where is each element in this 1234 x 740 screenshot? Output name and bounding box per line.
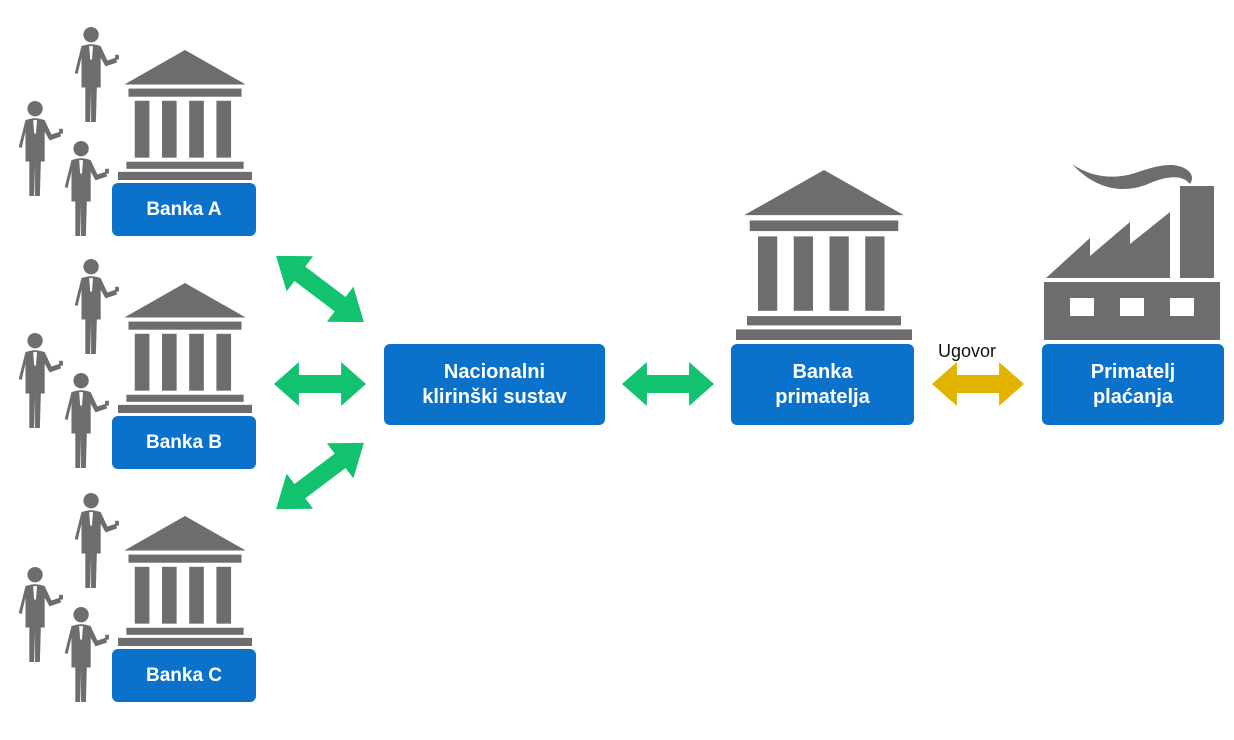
- payee-box: Primatelj plaćanja: [1042, 344, 1224, 425]
- receiving-bank-label-line2: primatelja: [775, 385, 870, 408]
- clearing-label-line2: klirinški sustav: [422, 385, 567, 408]
- payee-label-line1: Primatelj: [1090, 361, 1176, 384]
- double-arrow-icon: [932, 362, 1024, 406]
- double-arrow-icon: [274, 362, 366, 406]
- bank-b-box: Banka B: [112, 416, 256, 469]
- receiving-bank-box: Banka primatelja: [731, 344, 914, 425]
- bank-c-box: Banka C: [112, 649, 256, 702]
- bank-a-label: Banka A: [146, 198, 222, 220]
- bank-building-icon: [118, 283, 252, 413]
- double-arrow-icon: [274, 440, 366, 512]
- bank-building-icon: [118, 516, 252, 646]
- person-icon: [66, 26, 120, 122]
- bank-building-icon: [118, 50, 252, 180]
- bank-c-label: Banka C: [145, 664, 223, 686]
- bank-building-icon: [736, 170, 912, 340]
- contract-label: Ugovor: [938, 341, 997, 361]
- person-icon: [56, 140, 110, 236]
- payee-label-line2: plaćanja: [1092, 385, 1174, 408]
- person-icon: [56, 606, 110, 702]
- factory-icon: [1044, 164, 1220, 340]
- person-icon: [56, 372, 110, 468]
- double-arrow-icon: [274, 254, 366, 324]
- bank-b-label: Banka B: [145, 431, 223, 453]
- clearing-label-line1: Nacionalni: [443, 361, 546, 384]
- person-icon: [66, 258, 120, 354]
- person-icon: [66, 492, 120, 588]
- double-arrow-icon: [622, 362, 714, 406]
- clearing-system-box: Nacionalni klirinški sustav: [384, 344, 605, 425]
- bank-a-box: Banka A: [112, 183, 256, 236]
- receiving-bank-label-line1: Banka: [792, 361, 853, 384]
